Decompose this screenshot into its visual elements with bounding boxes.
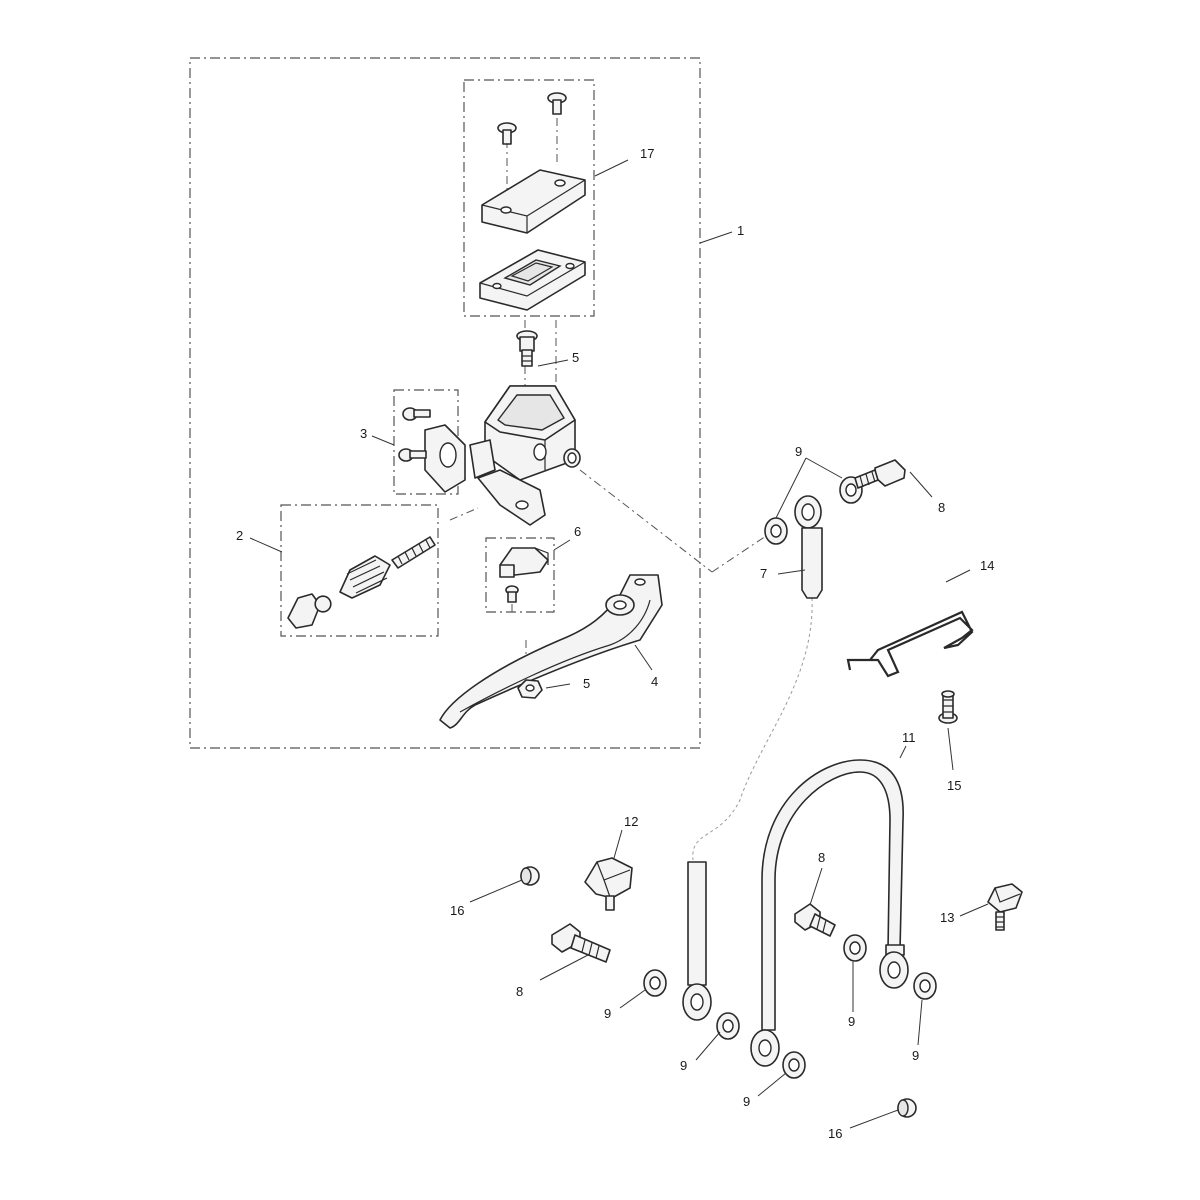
plug-lower — [897, 1098, 917, 1118]
callout-1: 1 — [737, 223, 744, 238]
callout-2: 2 — [236, 528, 243, 543]
clamp-bolt-lower — [398, 448, 427, 462]
callout-8-left: 8 — [516, 984, 523, 999]
plug-upper — [520, 866, 540, 886]
assembly-1-box — [189, 57, 701, 749]
callout-8-center: 8 — [818, 850, 825, 865]
lower-banjo-middle — [750, 1029, 780, 1067]
upper-banjo-bolt — [854, 459, 906, 489]
switch-screw — [505, 585, 519, 603]
callout-9-a: 9 — [604, 1006, 611, 1021]
lower-straight-hose — [682, 861, 712, 1021]
callout-9-b: 9 — [680, 1058, 687, 1073]
callout-13: 13 — [940, 910, 954, 925]
callout-14: 14 — [980, 558, 994, 573]
callout-5-upper: 5 — [572, 350, 579, 365]
lower-banjo-right — [879, 951, 909, 989]
hose-clip-wire — [846, 610, 974, 678]
piston-kit-box — [280, 504, 439, 637]
callout-5-lower: 5 — [583, 676, 590, 691]
callout-16-upper: 16 — [450, 903, 464, 918]
callout-11: 11 — [902, 730, 916, 745]
callout-7: 7 — [760, 566, 767, 581]
callout-16-lower: 16 — [828, 1126, 842, 1141]
hose-clamp-13 — [987, 883, 1023, 931]
lower-u-hose — [761, 759, 905, 1031]
mounting-bolt — [938, 690, 958, 724]
callout-9-d: 9 — [848, 1014, 855, 1029]
callout-9-upper: 9 — [795, 444, 802, 459]
brake-light-switch — [499, 547, 549, 603]
clamp-bolt-upper — [402, 407, 431, 421]
reservoir-diaphragm — [479, 249, 586, 311]
banjo-bolt-center — [794, 903, 836, 937]
reservoir-cap — [481, 169, 586, 234]
upper-banjo-fitting — [794, 495, 823, 599]
hose-clamp-12 — [584, 857, 633, 911]
callout-6: 6 — [574, 524, 581, 539]
callout-12: 12 — [624, 814, 638, 829]
washer-lower-e — [913, 972, 937, 1000]
switch-kit-box — [485, 537, 555, 613]
callout-3: 3 — [360, 426, 367, 441]
callout-15: 15 — [947, 778, 961, 793]
callout-8-upper: 8 — [938, 500, 945, 515]
banjo-bolt-left — [551, 923, 611, 963]
upper-washer-left — [764, 517, 788, 545]
lever-nut — [517, 679, 543, 699]
washer-lower-b — [716, 1012, 740, 1040]
piston-kit — [287, 536, 436, 629]
master-cylinder-body — [469, 385, 581, 526]
callout-4: 4 — [651, 674, 658, 689]
handlebar-clamp — [398, 407, 466, 493]
washer-lower-a — [643, 969, 667, 997]
callout-17: 17 — [640, 146, 654, 161]
washer-lower-c — [782, 1051, 806, 1079]
cap-screw-left — [497, 122, 517, 145]
cap-screw-right — [547, 92, 567, 115]
reservoir-cap-kit-box — [463, 79, 595, 317]
brake-lever — [439, 574, 663, 729]
washer-lower-d — [843, 934, 867, 962]
pivot-bolt — [516, 330, 538, 367]
callout-9-c: 9 — [743, 1094, 750, 1109]
callout-9-e: 9 — [912, 1048, 919, 1063]
